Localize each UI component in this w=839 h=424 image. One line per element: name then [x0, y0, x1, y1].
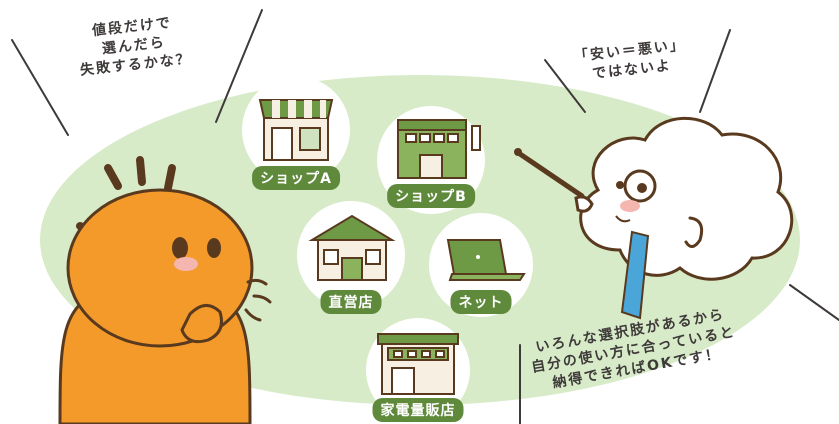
direct-store-icon [308, 214, 396, 281]
speech-lines [11, 9, 839, 424]
shop-b-icon [397, 119, 481, 179]
cloud-character [514, 116, 794, 320]
left-speech-text: 値段だけで 選んだら 失敗するかな？ [79, 14, 193, 79]
store-label-direct: 直営店 [320, 290, 382, 314]
laptop-icon [446, 239, 526, 281]
store-label-net: ネット [450, 290, 512, 314]
store-label-electronics: 家電量販店 [372, 398, 464, 422]
shop-a-icon [258, 99, 334, 161]
electronics-store-icon [377, 333, 459, 395]
store-label-shop-b: ショップB [387, 184, 475, 208]
store-label-shop-a: ショップA [252, 166, 340, 190]
orange-character [58, 156, 272, 424]
